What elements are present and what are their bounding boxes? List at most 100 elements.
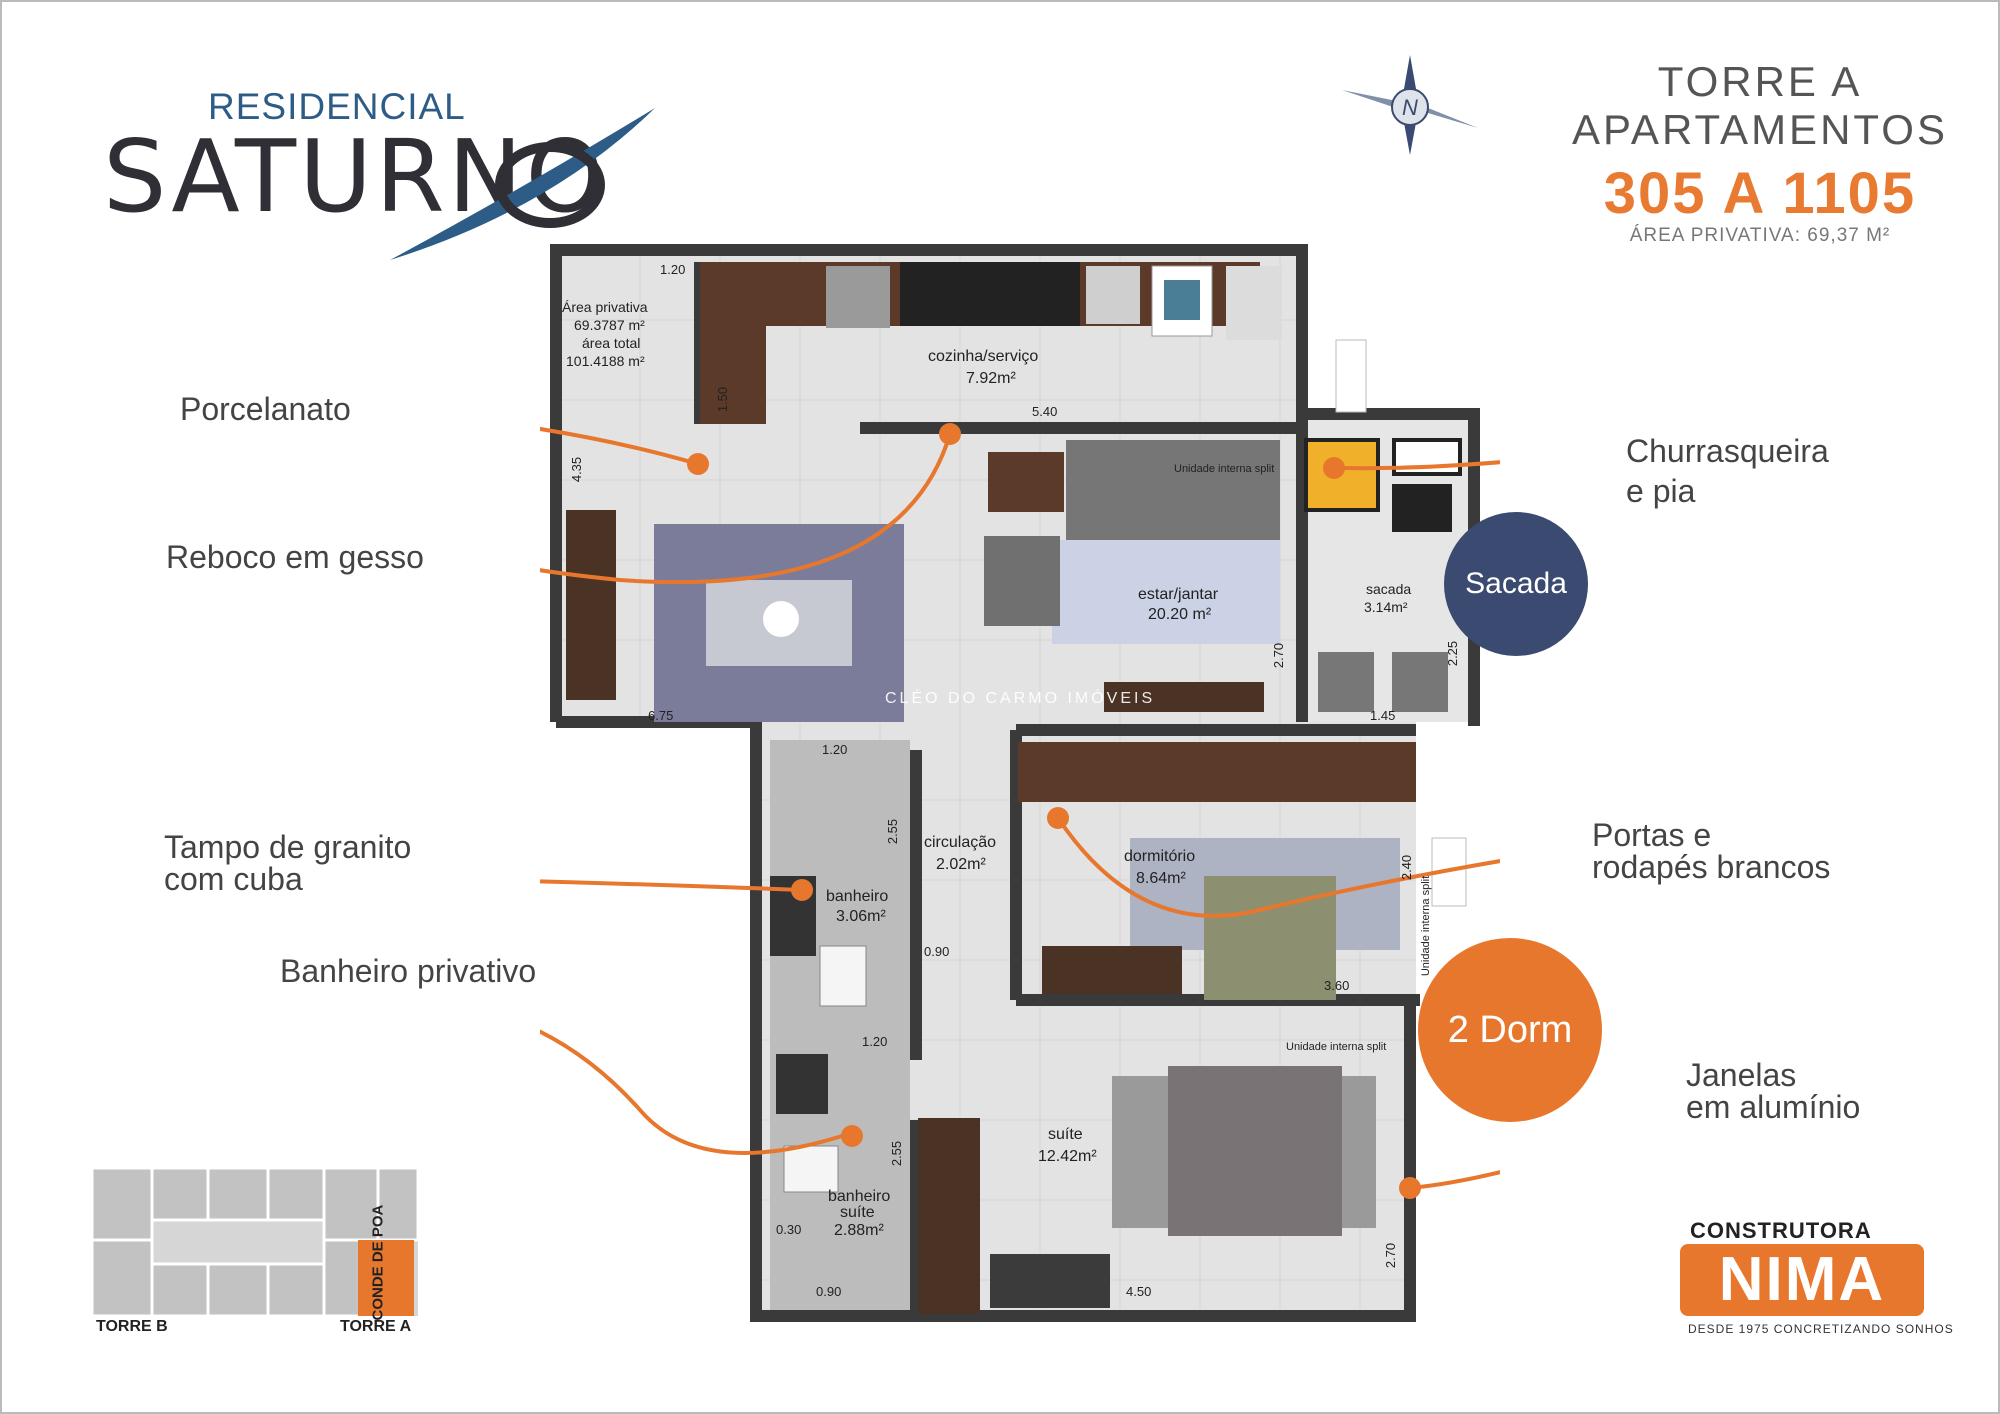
label-circulacao-area: 2.02m² bbox=[936, 856, 986, 873]
window-1 bbox=[1335, 339, 1367, 413]
dim-1-20-a: 1.20 bbox=[660, 262, 686, 277]
callout-churrasqueira-2: e pia bbox=[1626, 473, 1696, 509]
suite-bath-counter bbox=[776, 1054, 828, 1114]
callout-banheiro-privativo: Banheiro privativo bbox=[280, 953, 537, 989]
callout-janelas-1: Janelas bbox=[1686, 1057, 1797, 1093]
callout-churrasqueira-1: Churrasqueira bbox=[1626, 433, 1829, 469]
label-split-3: Unidade interna split bbox=[1420, 875, 1433, 977]
tv-rack bbox=[1104, 682, 1264, 712]
header-torre: TORRE A bbox=[1657, 58, 1863, 105]
sacada-chair-1 bbox=[1318, 652, 1374, 712]
granite-top bbox=[900, 262, 1080, 326]
label-sacada-area: 3.14m² bbox=[1364, 599, 1408, 615]
dim-2-55-b: 2.55 bbox=[889, 1140, 905, 1167]
bath-toilet bbox=[819, 945, 867, 1007]
label-dormitorio-area: 8.64m² bbox=[1136, 870, 1186, 887]
oven-window bbox=[1164, 280, 1200, 320]
armchair bbox=[984, 536, 1060, 626]
sacada-sink bbox=[1392, 484, 1452, 532]
dim-0-30: 0.30 bbox=[776, 1222, 802, 1237]
key-plan bbox=[90, 1166, 420, 1318]
dim-5-40: 5.40 bbox=[1032, 404, 1058, 419]
callout-tampo-2: com cuba bbox=[164, 861, 303, 897]
callout-janelas-2: em alumínio bbox=[1686, 1089, 1861, 1125]
header-apartamentos: APARTAMENTOS bbox=[1572, 106, 1948, 153]
fridge bbox=[826, 266, 890, 328]
side-table bbox=[988, 452, 1064, 512]
dorm-desk bbox=[1042, 946, 1182, 994]
label-suite-area: 12.42m² bbox=[1038, 1148, 1097, 1165]
dim-0-90-a: 0.90 bbox=[924, 944, 950, 959]
callout-porcelanato: Porcelanato bbox=[180, 391, 351, 427]
watermark: CLÉO DO CARMO IMÓVEIS bbox=[885, 690, 1156, 707]
builder-nima-logo: NIMA bbox=[1680, 1244, 1924, 1316]
label-suite: suíte bbox=[1048, 1126, 1083, 1143]
suite-dresser bbox=[990, 1254, 1110, 1308]
label-banheiro-suite-2: suíte bbox=[840, 1204, 875, 1221]
laundry-sink bbox=[1226, 266, 1282, 340]
label-banheiro: banheiro bbox=[826, 888, 889, 905]
floor-plan bbox=[540, 244, 1500, 1322]
dorm-bed bbox=[1204, 876, 1336, 1000]
label-area-privativa: Área privativa bbox=[562, 299, 648, 315]
dim-4-35: 4.35 bbox=[569, 456, 585, 483]
label-cozinha: cozinha/serviço bbox=[928, 348, 1039, 365]
callout-arrows bbox=[540, 426, 1500, 1190]
suite-wardrobe bbox=[918, 1118, 980, 1314]
label-dormitorio: dormitório bbox=[1124, 848, 1196, 865]
dim-2-70-b: 2.70 bbox=[1383, 1242, 1399, 1269]
saturn-ring-logo bbox=[390, 108, 655, 260]
badge-sacada: Sacada bbox=[1444, 512, 1588, 656]
badge-2-dorm: 2 Dorm bbox=[1418, 938, 1602, 1122]
label-banheiro-suite-1: banheiro bbox=[828, 1188, 891, 1205]
dim-0-90-b: 0.90 bbox=[816, 1284, 842, 1299]
dim-1-20-b: 1.20 bbox=[822, 742, 848, 757]
label-area-total-value: 101.4188 m² bbox=[566, 353, 645, 369]
key-torre-b: TORRE B bbox=[96, 1318, 168, 1335]
label-split-2: Unidade interna split bbox=[1286, 1041, 1387, 1053]
compass-letter: N bbox=[1402, 95, 1418, 120]
key-torre-a: TORRE A bbox=[340, 1318, 412, 1335]
callout-portas-2: rodapés brancos bbox=[1592, 849, 1831, 885]
suite-bed bbox=[1168, 1066, 1342, 1236]
dim-1-20-c: 1.20 bbox=[862, 1034, 888, 1049]
dim-4-50: 4.50 bbox=[1126, 1284, 1152, 1299]
label-cozinha-area: 7.92m² bbox=[966, 370, 1016, 387]
stove bbox=[1086, 266, 1140, 324]
builder-construtora: CONSTRUTORA bbox=[1690, 1218, 1872, 1243]
label-area-privativa-value: 69.3787 m² bbox=[574, 317, 645, 333]
dim-2-70-a: 2.70 bbox=[1271, 642, 1287, 669]
header-area-privativa: ÁREA PRIVATIVA: 69,37 M² bbox=[1629, 225, 1891, 246]
label-banheiro-area: 3.06m² bbox=[836, 908, 886, 925]
dorm-wardrobe bbox=[1018, 742, 1416, 802]
callout-dots bbox=[687, 423, 1421, 1199]
sacada-chair-2 bbox=[1392, 652, 1448, 712]
dim-6-75: 6.75 bbox=[648, 708, 674, 723]
key-street: CONDE DE POA bbox=[369, 1204, 387, 1321]
label-estar-area: 20.20 m² bbox=[1148, 606, 1212, 623]
builder-tagline: DESDE 1975 CONCRETIZANDO SONHOS bbox=[1688, 1322, 1954, 1336]
dim-2-40: 2.40 bbox=[1399, 854, 1415, 881]
label-split-1: Unidade interna split bbox=[1174, 463, 1275, 475]
label-circulacao: circulação bbox=[924, 834, 997, 851]
callout-portas-1: Portas e bbox=[1592, 817, 1712, 853]
dim-1-45: 1.45 bbox=[1370, 708, 1396, 723]
dining-centerpiece bbox=[763, 601, 799, 637]
dim-3-60: 3.60 bbox=[1324, 978, 1350, 993]
compass-icon: N bbox=[1342, 55, 1478, 155]
callout-reboco: Reboco em gesso bbox=[166, 539, 424, 575]
label-sacada: sacada bbox=[1366, 581, 1412, 597]
suite-bath-toilet bbox=[783, 1145, 839, 1193]
brand-residencial: RESIDENCIAL bbox=[208, 86, 466, 127]
shelf bbox=[566, 510, 616, 700]
dim-1-50: 1.50 bbox=[715, 386, 731, 413]
living-rug bbox=[1052, 540, 1280, 644]
dim-2-25: 2.25 bbox=[1445, 640, 1461, 667]
sofa bbox=[1066, 440, 1280, 544]
callout-tampo-1: Tampo de granito bbox=[164, 829, 412, 865]
label-banheiro-suite-area: 2.88m² bbox=[834, 1222, 884, 1239]
label-estar: estar/jantar bbox=[1138, 586, 1219, 603]
header-range: 305 A 1105 bbox=[1603, 161, 1917, 226]
label-area-total: área total bbox=[582, 335, 641, 351]
